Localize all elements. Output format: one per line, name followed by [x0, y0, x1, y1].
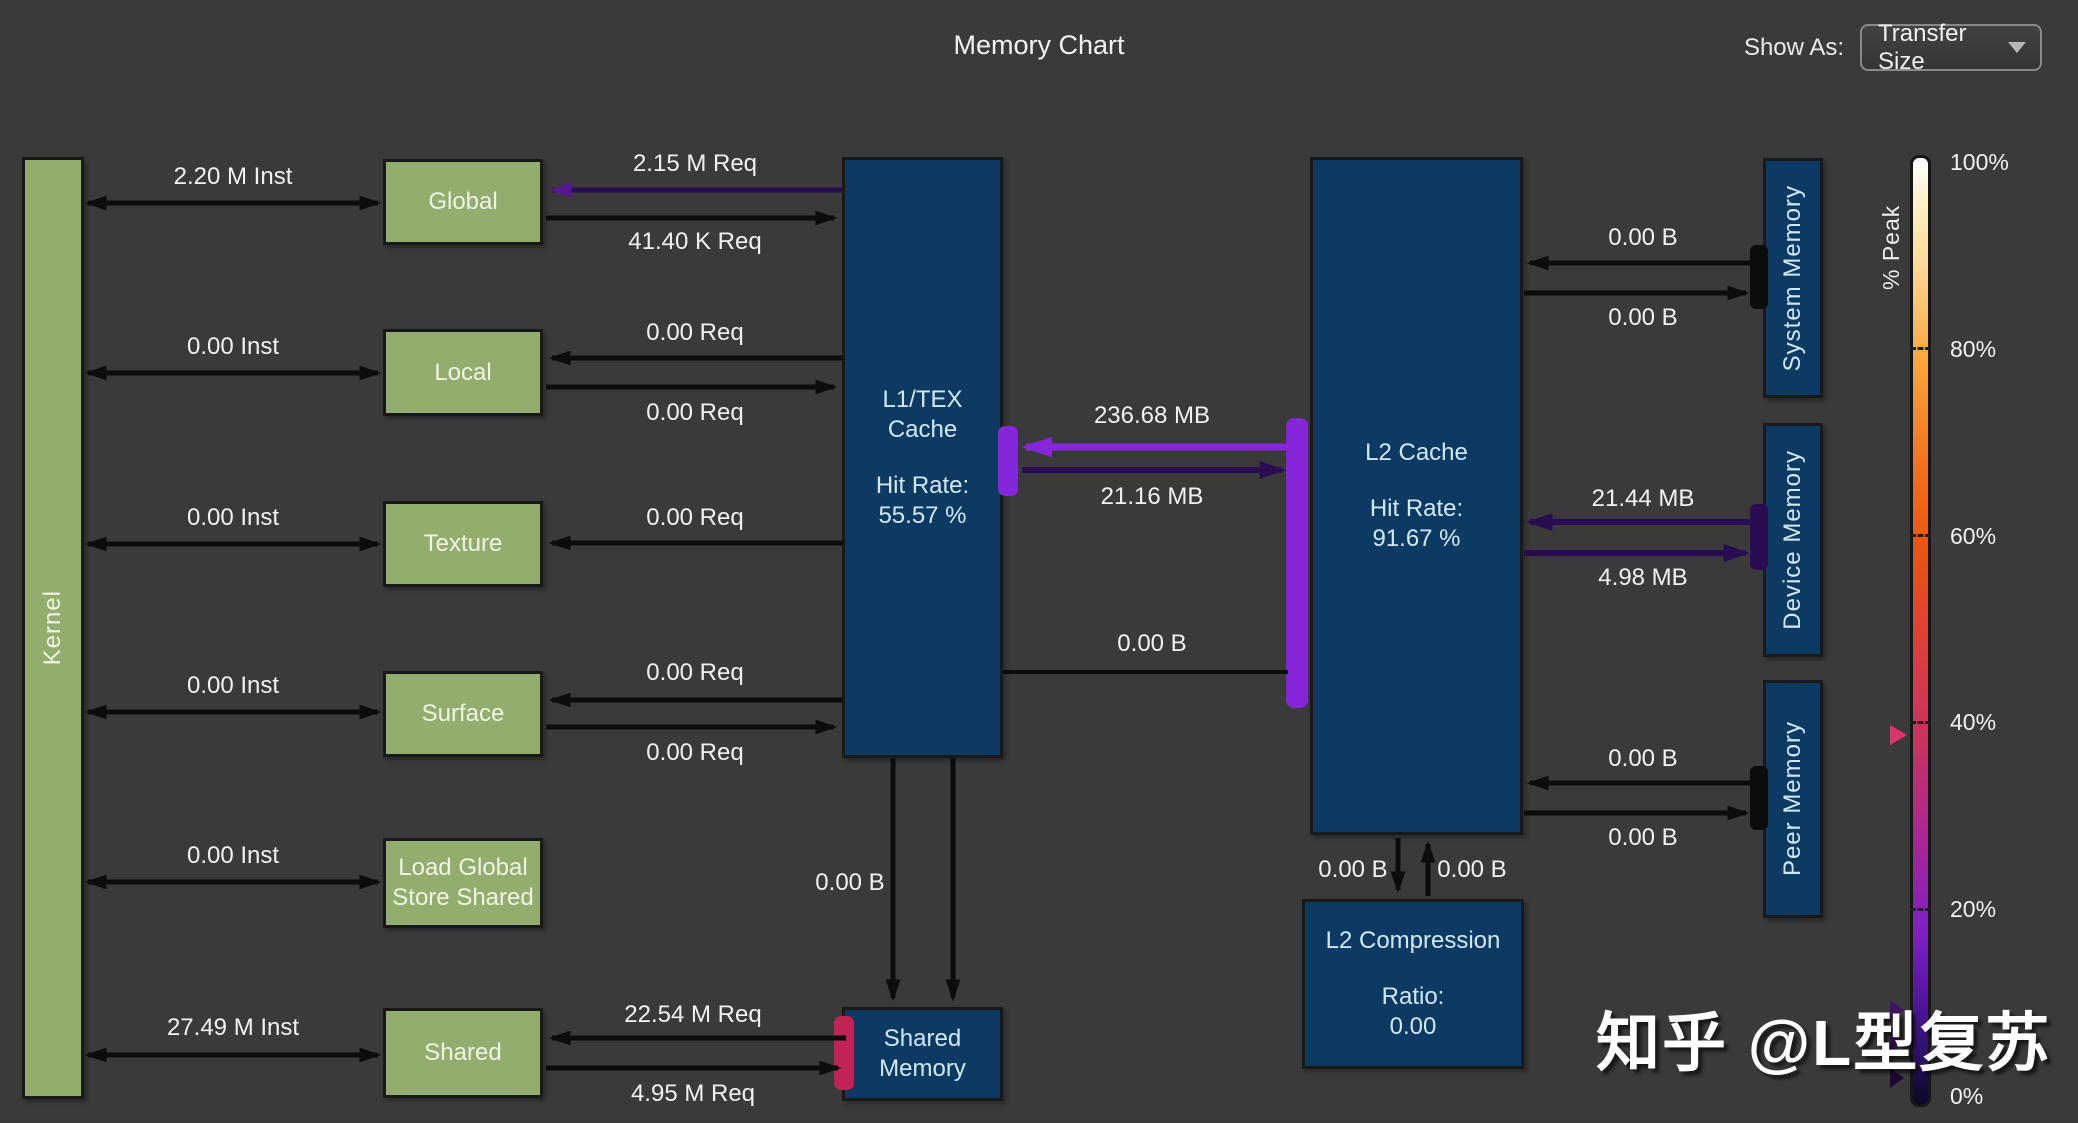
label-compression-out: 0.00 B	[1437, 856, 1507, 883]
local-box: Local	[383, 329, 543, 416]
label-texture-inst: 0.00 Inst	[186, 504, 280, 531]
l1-hit-rate-value: 55.57 %	[878, 501, 967, 529]
label-sysmem-write: 0.00 B	[1608, 304, 1678, 331]
l2-compression-name: L2 Compression	[1325, 927, 1501, 954]
l2-hit-rate-label: Hit Rate:	[1369, 495, 1464, 522]
label-l1-l2-zero-bytes: 0.00 B	[1117, 630, 1187, 657]
tick-60	[1910, 534, 1931, 537]
label-peermem-write: 0.00 B	[1608, 824, 1678, 851]
l2-hit-rate-value: 91.67 %	[1372, 525, 1461, 552]
shared-label: Shared	[424, 1039, 502, 1066]
label-shared-req-in: 4.95 M Req	[630, 1080, 756, 1107]
l1-name-line1: L1/TEX	[882, 385, 963, 413]
peak-marker-icon	[1890, 725, 1907, 745]
tick-label-80: 80%	[1950, 336, 1997, 362]
surface-label: Surface	[421, 700, 505, 727]
show-as-dropdown[interactable]: Transfer Size	[1860, 20, 2042, 75]
label-l1-smem-bytes: 0.00 B	[815, 869, 885, 896]
texture-box: Texture	[383, 501, 543, 587]
tick-label-60: 60%	[1950, 523, 1997, 549]
shared-memory-line1: Shared	[883, 1025, 962, 1052]
l2-compression-ratio-value: 0.00	[1389, 1013, 1437, 1040]
l1-hit-rate-label: Hit Rate:	[875, 471, 970, 499]
label-peermem-read: 0.00 B	[1608, 745, 1678, 772]
shared-memory-box: Shared Memory	[842, 1007, 1003, 1101]
label-shared-req-out: 22.54 M Req	[624, 1001, 762, 1028]
show-as-label: Show As:	[1743, 33, 1844, 61]
l2-left-port	[1286, 418, 1308, 708]
label-global-req-out: 2.15 M Req	[632, 150, 758, 177]
device-memory-label: Device Memory	[1779, 450, 1806, 630]
page-title: Memory Chart	[953, 30, 1125, 60]
label-lgss-inst: 0.00 Inst	[186, 842, 280, 869]
surface-box: Surface	[383, 671, 543, 757]
tick-80	[1910, 347, 1931, 350]
label-compression-in: 0.00 B	[1318, 856, 1388, 883]
label-devmem-write: 4.98 MB	[1598, 564, 1688, 591]
peak-marker-low3-icon	[1890, 1068, 1904, 1088]
label-surface-req-out: 0.00 Req	[646, 659, 744, 686]
lgss-label-line1: Load Global	[398, 854, 528, 881]
watermark: 知乎 @L型复苏	[1596, 1007, 2052, 1079]
tick-label-40: 40%	[1950, 709, 1997, 735]
global-label: Global	[428, 188, 498, 215]
global-box: Global	[383, 159, 543, 245]
local-label: Local	[434, 358, 492, 386]
label-l2-to-l1-bytes: 236.68 MB	[1093, 402, 1211, 429]
peak-marker-low1-icon	[1890, 1000, 1904, 1020]
shared-memory-line2: Memory	[879, 1055, 966, 1082]
tick-label-0: 0%	[1950, 1083, 1984, 1109]
system-memory-box: System Memory	[1763, 158, 1823, 398]
lgss-label-line2: Store Shared	[392, 884, 534, 911]
label-texture-req: 0.00 Req	[646, 504, 744, 531]
peer-memory-label: Peer Memory	[1779, 721, 1806, 877]
label-surface-req-in: 0.00 Req	[646, 739, 744, 766]
l2-compression-box: L2 Compression Ratio: 0.00	[1302, 899, 1524, 1069]
label-shared-inst: 27.49 M Inst	[166, 1014, 300, 1041]
tick-label-20: 20%	[1950, 896, 1997, 922]
kernel-label: Kernel	[39, 590, 66, 666]
label-sysmem-read: 0.00 B	[1608, 224, 1678, 251]
label-global-inst: 2.20 M Inst	[173, 163, 293, 190]
load-global-store-shared-box: Load Global Store Shared	[383, 838, 543, 928]
label-devmem-read: 21.44 MB	[1591, 485, 1695, 512]
texture-label: Texture	[423, 530, 503, 557]
chevron-down-icon	[2008, 42, 2026, 53]
label-surface-inst: 0.00 Inst	[186, 672, 280, 699]
tick-label-100: 100%	[1950, 149, 2009, 175]
show-as-control: Show As: Transfer Size	[1743, 20, 2042, 75]
tick-20	[1910, 908, 1931, 911]
show-as-value: Transfer Size	[1878, 19, 1967, 75]
label-l1-to-l2-bytes: 21.16 MB	[1100, 483, 1204, 510]
l2-cache-box: L2 Cache Hit Rate: 91.67 %	[1310, 157, 1523, 835]
l2-compression-ratio-label: Ratio:	[1381, 983, 1445, 1010]
peak-color-scale	[1910, 155, 1931, 1107]
label-local-req-out: 0.00 Req	[646, 319, 744, 346]
peak-marker-low2-icon	[1890, 1034, 1904, 1054]
label-global-req-in: 41.40 K Req	[628, 228, 762, 255]
l1-name-line2: Cache	[887, 415, 958, 443]
l1-tex-cache-box: L1/TEX Cache Hit Rate: 55.57 %	[842, 157, 1003, 758]
device-memory-box: Device Memory	[1763, 423, 1823, 657]
tick-40	[1910, 721, 1931, 724]
label-local-req-in: 0.00 Req	[646, 399, 744, 426]
peer-memory-box: Peer Memory	[1763, 680, 1823, 918]
peak-axis-label: % Peak	[1878, 204, 1904, 290]
system-memory-label: System Memory	[1779, 184, 1806, 372]
l2-name: L2 Cache	[1365, 439, 1468, 466]
kernel-box: Kernel	[22, 157, 84, 1099]
label-local-inst: 0.00 Inst	[186, 333, 280, 360]
shared-box: Shared	[383, 1008, 543, 1098]
